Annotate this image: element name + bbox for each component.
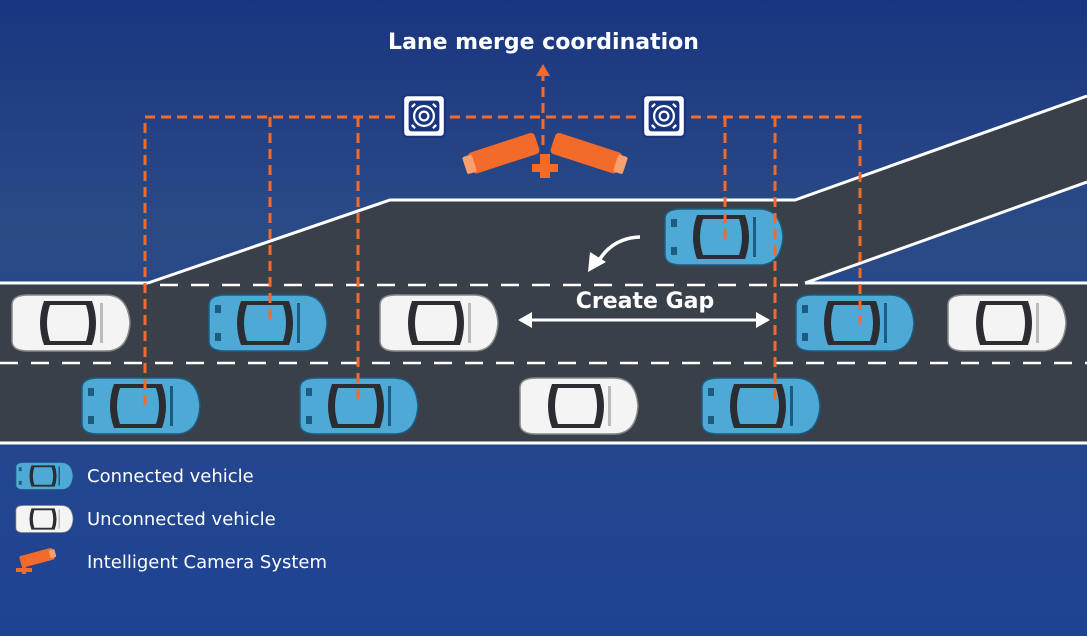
radar-sensor-icon: [642, 94, 686, 138]
legend-label: Intelligent Camera System: [87, 551, 328, 573]
unconnected-vehicle: [11, 294, 131, 352]
connection-lines: [143, 76, 862, 405]
on-ramp-road: [148, 96, 1087, 283]
diagram-title: Lane merge coordination: [388, 30, 699, 55]
legend-label: Connected vehicle: [87, 465, 254, 487]
create-gap-label: Create Gap: [575, 289, 715, 314]
connected-vehicle: [299, 377, 419, 435]
legend-item-connected: Connected vehicle: [14, 460, 254, 492]
connected-vehicle: [701, 377, 821, 435]
unconnected-vehicle: [519, 377, 639, 435]
legend-item-camera: Intelligent Camera System: [14, 546, 327, 578]
unconnected-vehicle-icon: [14, 503, 74, 535]
camera-system-icon: [14, 546, 74, 578]
legend-item-unconnected: Unconnected vehicle: [14, 503, 276, 535]
ramp-edge-line: [147, 94, 1087, 285]
up-arrow-head: [536, 64, 550, 76]
double-arrow-icon: [518, 312, 770, 328]
merge-arrow-head: [588, 252, 606, 272]
connected-vehicle: [208, 294, 328, 352]
ramp-inner-edge-line: [804, 180, 1087, 285]
connected-vehicle-icon: [14, 460, 74, 492]
legend-label: Unconnected vehicle: [87, 508, 276, 530]
unconnected-vehicle: [379, 294, 499, 352]
merge-arrow-icon: [596, 235, 641, 263]
radar-sensor-icon: [402, 94, 446, 138]
connected-vehicle: [81, 377, 201, 435]
unconnected-vehicle: [947, 294, 1067, 352]
connected-vehicle: [795, 294, 915, 352]
